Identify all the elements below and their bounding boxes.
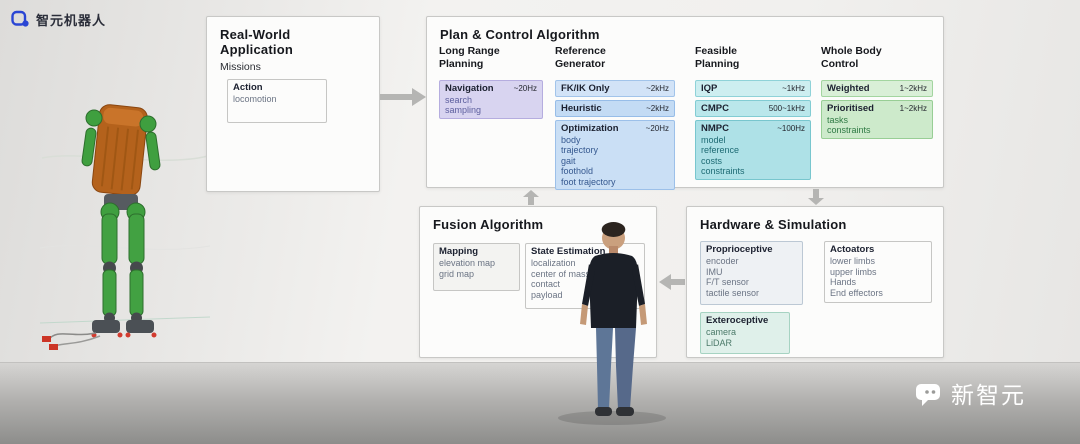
agibot-logo-icon: [11, 10, 29, 27]
column-title: Long Range Planning: [439, 45, 500, 70]
box-item: elevation map: [439, 258, 496, 268]
box-label: IQP: [701, 82, 718, 94]
arrow-left-icon: [659, 274, 685, 290]
box-rate: ~20Hz: [645, 123, 669, 133]
panel-plan-control: Plan & Control Algorithm Long Range Plan…: [426, 16, 944, 191]
panel-hardware-simulation: Hardware & Simulation Proprioceptive enc…: [686, 206, 944, 358]
column-title: Reference Generator: [555, 45, 606, 70]
column-long-range-planning: Long Range Planning Navigation ~20Hz sea…: [439, 45, 543, 119]
panel-title: Hardware & Simulation: [700, 217, 847, 232]
box-label: Actoators: [830, 244, 875, 255]
box-label: State Estimation: [531, 246, 606, 257]
box-item: constraints: [827, 125, 871, 136]
column-title: Feasible Planning: [695, 45, 740, 70]
box-item: tasks: [827, 114, 849, 125]
action-box: Action locomotion: [227, 79, 327, 123]
robot-simulation-figure: [40, 104, 210, 350]
box-label: Action: [233, 82, 263, 93]
box-item: payload: [531, 289, 563, 300]
proprioceptive-box: Proprioceptive encoder IMU F/T sensor ta…: [700, 241, 803, 305]
panel-title: Plan & Control Algorithm: [440, 27, 600, 42]
brand-logo-text: 智元机器人: [36, 12, 107, 28]
mapping-box: Mapping elevation map grid map: [433, 243, 520, 291]
exteroceptive-box: Exteroceptive camera LiDAR: [700, 312, 790, 354]
column-title: Whole Body Control: [821, 45, 882, 70]
box-item: trajectory: [561, 145, 599, 156]
box-rate: ~2kHz: [646, 83, 669, 93]
box-item: reference: [701, 145, 740, 156]
box-label: Heuristic: [561, 102, 602, 114]
box-label: Optimization: [561, 122, 619, 134]
box-label: CMPC: [701, 102, 729, 114]
arrow-right-icon: [380, 88, 426, 106]
watermark: 新智元: [916, 376, 1026, 410]
box-item: costs: [701, 155, 723, 166]
box-item: contact: [531, 279, 561, 289]
box-item: foothold: [561, 166, 594, 177]
box-label: Navigation: [445, 82, 494, 94]
cmpc-box: CMPC 500~1kHz: [695, 99, 811, 117]
box-label: Prioritised: [827, 102, 874, 114]
stage-floor: [0, 362, 1080, 444]
box-item: gait: [561, 155, 576, 166]
iqp-box: IQP ~1kHz: [695, 79, 811, 97]
box-item: lower limbs: [830, 256, 876, 266]
weighted-box: Weighted 1~2kHz: [821, 79, 933, 97]
watermark-text: 新智元: [951, 382, 1026, 408]
panel-title: Fusion Algorithm: [433, 217, 544, 232]
arrow-up-icon: [523, 190, 539, 205]
box-item: foot trajectory: [561, 176, 616, 187]
optimization-box: Optimization ~20Hz body trajectory gait …: [555, 119, 675, 191]
missions-label: Missions: [220, 61, 261, 73]
heuristic-box: Heuristic ~2kHz: [555, 99, 675, 117]
box-item: encoder: [706, 256, 739, 266]
box-item: IMU: [706, 266, 723, 277]
box-label: Mapping: [439, 246, 479, 257]
column-reference-generator: Reference Generator FK/IK Only ~2kHz Heu…: [555, 45, 675, 191]
box-item: sampling: [445, 105, 482, 116]
nmpc-box: NMPC ~100Hz model reference costs constr…: [695, 119, 811, 180]
box-rate: ~1kHz: [782, 83, 805, 93]
box-rate: 500~1kHz: [768, 103, 805, 113]
actuators-box: Actoators lower limbs upper limbs Hands …: [824, 241, 932, 303]
box-item: tactile sensor: [706, 287, 760, 298]
arrow-down-icon: [808, 189, 824, 205]
box-item: Hands: [830, 277, 857, 287]
box-item: F/T sensor: [706, 277, 749, 287]
box-item: body: [561, 134, 581, 145]
box-item: LiDAR: [706, 337, 733, 348]
box-item: End effectors: [830, 287, 883, 298]
box-item: locomotion: [233, 94, 277, 104]
box-item: localization: [531, 258, 576, 268]
prioritised-box: Prioritised 1~2kHz tasks constraints: [821, 99, 933, 139]
box-item: grid map: [439, 268, 475, 279]
box-label: Proprioceptive: [706, 244, 773, 255]
column-feasible-planning: Feasible Planning IQP ~1kHz CMPC 500~1kH…: [695, 45, 811, 180]
box-item: constraints: [701, 166, 745, 177]
box-rate: ~100Hz: [777, 123, 805, 133]
box-item: camera: [706, 327, 737, 337]
box-rate: ~20Hz: [513, 83, 537, 93]
box-item: model: [701, 134, 726, 145]
box-item: search: [445, 94, 473, 105]
xinzhiyuan-logo-icon: [916, 384, 940, 406]
navigation-box: Navigation ~20Hz search sampling: [439, 79, 543, 119]
box-rate: ~2kHz: [646, 103, 669, 113]
box-rate: 1~2kHz: [899, 83, 927, 93]
fkik-only-box: FK/IK Only ~2kHz: [555, 79, 675, 97]
panel-title: Real-World Application: [220, 27, 293, 57]
box-item: upper limbs: [830, 266, 877, 277]
box-item: center of mass: [531, 268, 591, 279]
box-label: FK/IK Only: [561, 82, 610, 94]
box-rate: 1~2kHz: [899, 103, 927, 113]
box-label: Exteroceptive: [706, 315, 769, 326]
box-label: NMPC: [701, 122, 729, 134]
presenter-person: [558, 222, 666, 425]
panel-real-world-application: Real-World Application Missions Action l…: [206, 16, 380, 192]
brand-logo: 智元机器人: [10, 9, 106, 29]
box-label: Weighted: [827, 82, 870, 94]
column-whole-body-control: Whole Body Control Weighted 1~2kHz Prior…: [821, 45, 933, 139]
